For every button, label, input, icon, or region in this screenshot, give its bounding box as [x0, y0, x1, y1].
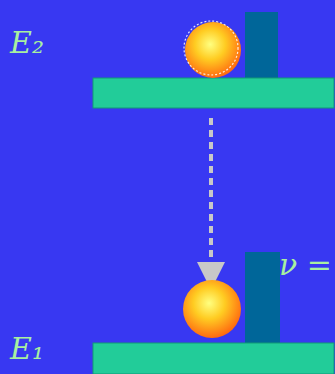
dotted-outline — [184, 21, 238, 75]
electron-ball — [185, 22, 241, 78]
energy-level-bar — [93, 78, 334, 108]
frequency-label: ν = — [279, 250, 332, 280]
energy-level-label: E₁ — [10, 334, 44, 364]
level-marker — [245, 12, 278, 78]
energy-level-bar — [93, 343, 334, 374]
energy-level-label: E₂ — [10, 28, 44, 58]
transition-arrow — [209, 118, 213, 264]
level-marker — [245, 252, 280, 343]
electron-ball — [183, 280, 241, 338]
